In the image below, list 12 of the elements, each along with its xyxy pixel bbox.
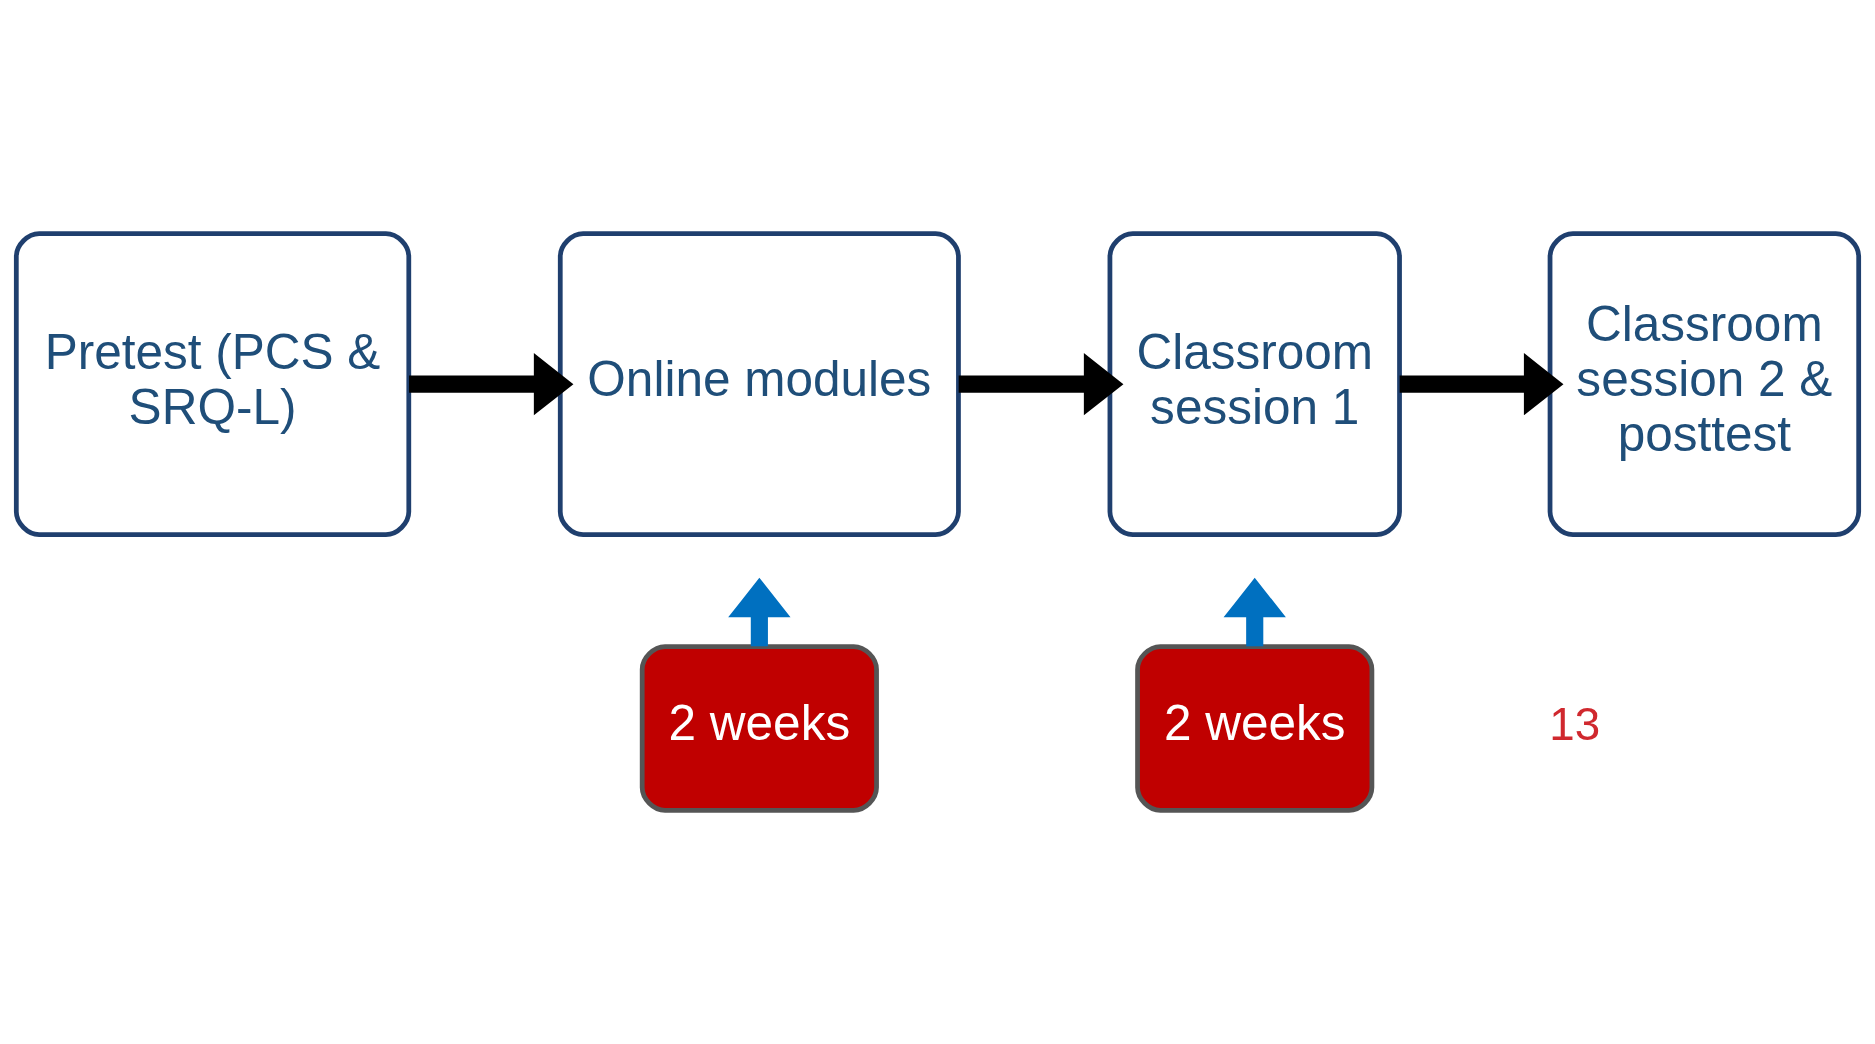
node-box: Online modules: [557, 231, 961, 538]
node-box: Classroom session 1: [1107, 231, 1402, 538]
arrow: [1223, 577, 1286, 647]
arrow: [409, 352, 574, 416]
arrow: [958, 352, 1124, 416]
node-box: Classroom session 2 & posttest: [1547, 231, 1862, 538]
node-box: 2 weeks: [639, 644, 879, 813]
arrow: [728, 577, 791, 647]
node-box: 2 weeks: [1135, 644, 1375, 813]
arrow: [1399, 352, 1564, 416]
node-box: Pretest (PCS & SRQ-L): [13, 231, 412, 538]
label: 13: [1549, 699, 1601, 751]
